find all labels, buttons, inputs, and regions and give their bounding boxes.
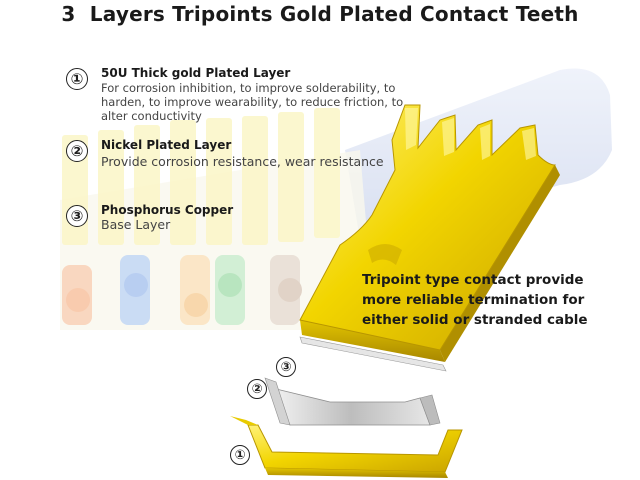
layer-2-number: ② [66,140,88,162]
cable-background [60,68,612,330]
layer-3-description: Base Layer [101,217,171,232]
layer-2-description: Provide corrosion resistance, wear resis… [101,154,384,169]
diagram-label-3: ③ [276,357,296,377]
nickel-layer [264,377,441,426]
layer-1-description: For corrosion inhibition, to improve sol… [101,81,404,123]
diagram-label-2: ② [247,379,267,399]
layer-2-heading: Nickel Plated Layer [101,138,232,152]
layer-1-number: ① [66,68,88,90]
thin-silver-layer [299,336,447,372]
layer-1-heading: 50U Thick gold Plated Layer [101,66,291,80]
page-title: 3 Layers Tripoints Gold Plated Contact T… [61,2,579,26]
gold-contact [299,104,560,362]
gold-base-layer [230,416,463,478]
layer-3-number: ③ [66,205,88,227]
layer-3-heading: Phosphorus Copper [101,203,234,217]
tripoint-callout: Tripoint type contact provide more relia… [362,272,588,328]
diagram-label-1: ① [230,445,250,465]
